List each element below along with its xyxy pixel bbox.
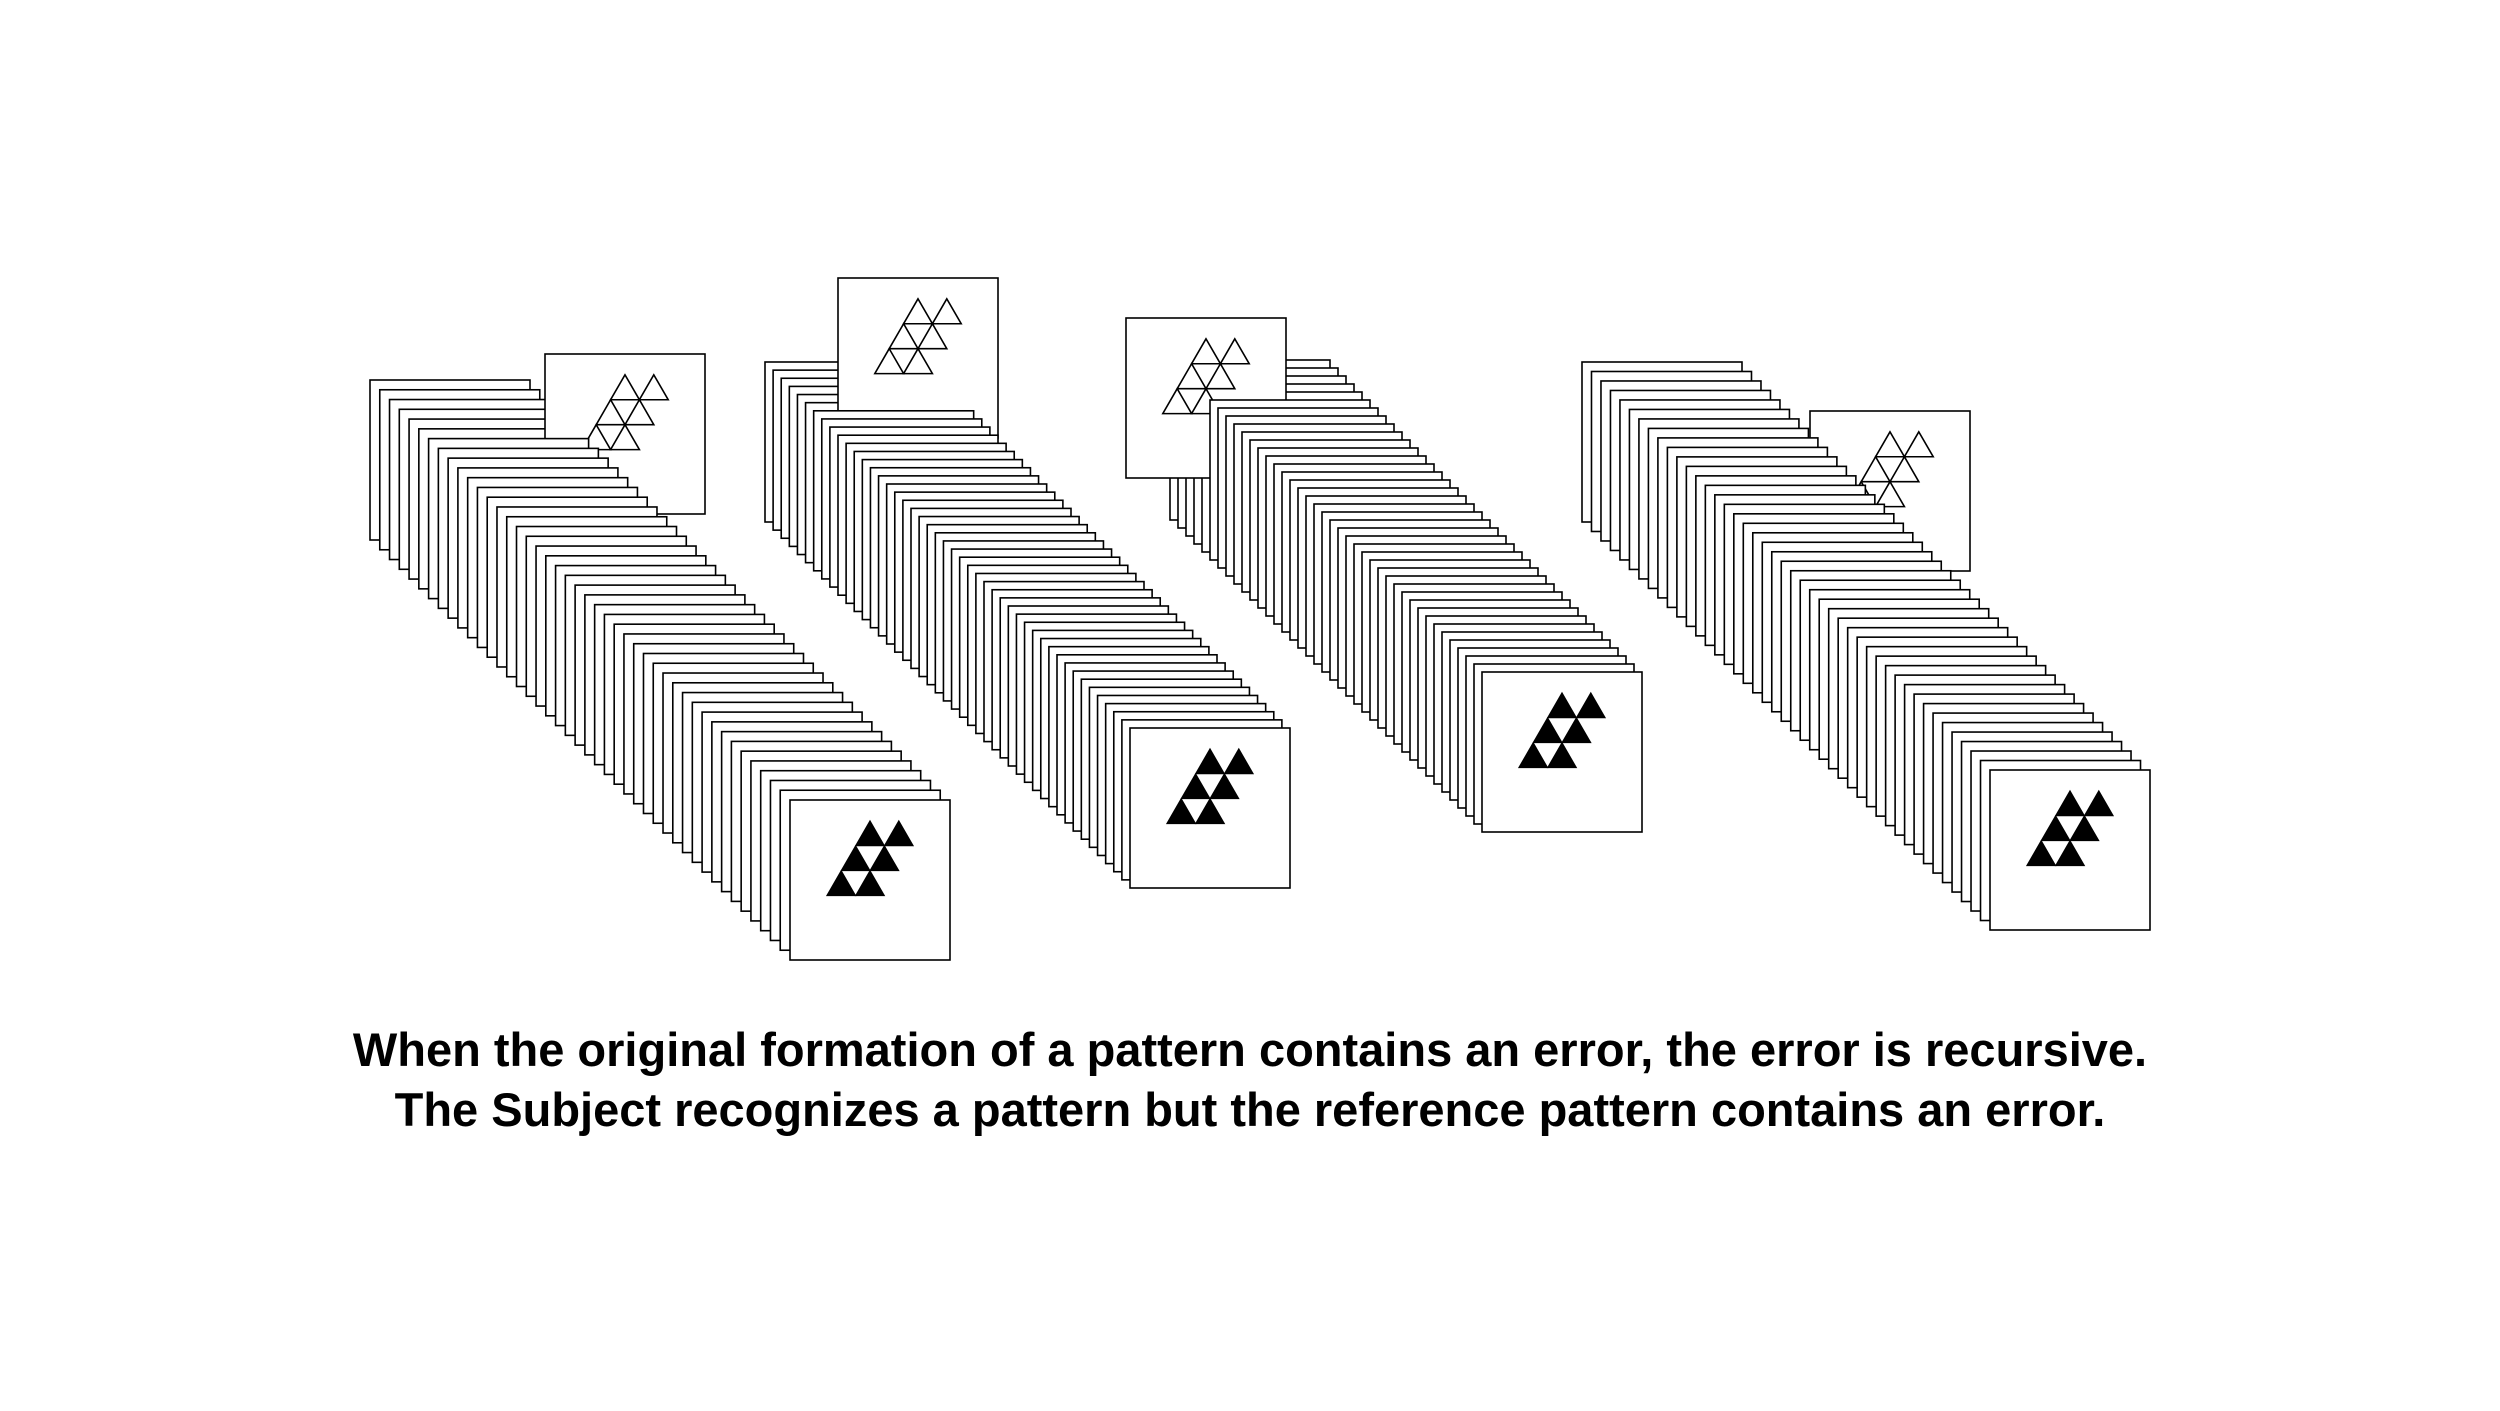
outline-triangle-pattern-icon [873, 297, 963, 375]
filled-triangle-pattern-icon [1165, 747, 1255, 825]
card-stack-4 [1581, 361, 2151, 931]
caption-line-2: The Subject recognizes a pattern but the… [394, 1083, 2106, 1136]
filled-triangle-pattern-icon [2025, 789, 2115, 867]
outline-triangle-pattern-icon [580, 373, 670, 451]
card-stack-1 [369, 353, 951, 961]
card-stack-2 [764, 277, 1291, 889]
filled-triangle-pattern-icon [825, 819, 915, 897]
filled-triangle-pattern-icon [1517, 691, 1607, 769]
card-stack-3 [1125, 317, 1643, 833]
outline-triangle-pattern-icon [1161, 337, 1251, 415]
caption-line-1: When the original formation of a pattern… [352, 1023, 2148, 1076]
